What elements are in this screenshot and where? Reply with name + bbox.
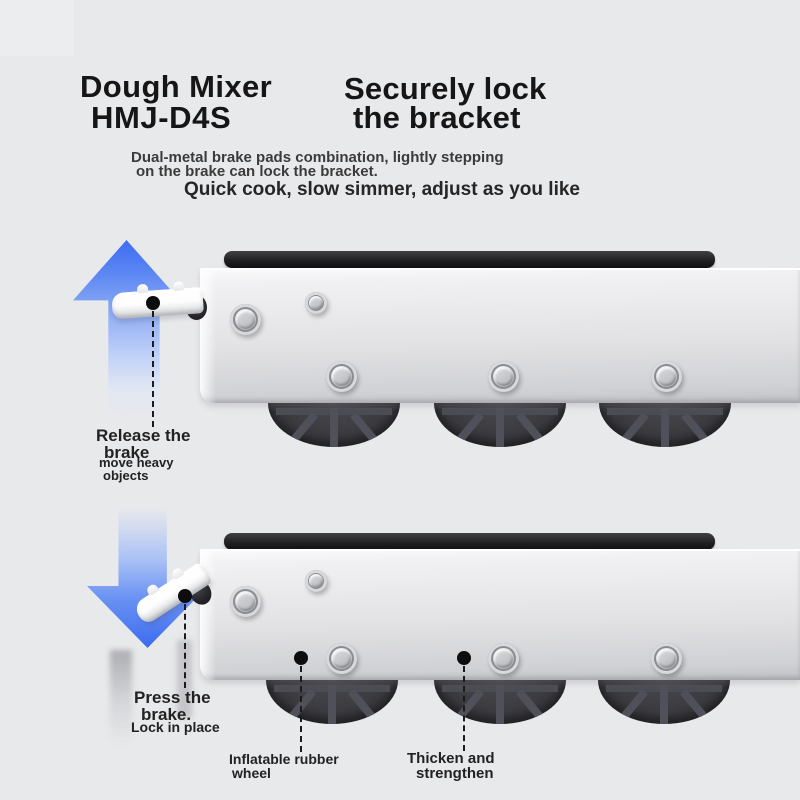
wheel xyxy=(599,403,731,447)
wheel-spoke xyxy=(680,689,712,724)
callout-text: brake xyxy=(104,443,150,462)
callout-thicken-strengthen: Thicken and strengthen xyxy=(407,751,495,781)
wheel-spoke xyxy=(516,689,548,724)
callout-text: Inflatable rubber xyxy=(229,751,339,767)
wheel-spoke xyxy=(616,689,648,724)
product-name-line2: HMJ-D4S xyxy=(91,100,232,135)
tagline: Quick cook, slow simmer, adjust as you l… xyxy=(184,179,580,200)
callout-text: wheel xyxy=(232,765,271,781)
wheel-spoke xyxy=(350,412,382,447)
top-mount-bar-released xyxy=(224,251,715,268)
bolt xyxy=(230,586,261,617)
bolt xyxy=(326,361,357,392)
callout-inflatable-wheel: Inflatable rubber wheel xyxy=(229,752,339,780)
description-line1: Dual-metal brake pads combination, light… xyxy=(131,149,504,166)
bolt-small xyxy=(305,292,327,314)
callout-text: Press the xyxy=(134,688,211,707)
wheel-spoke xyxy=(328,685,336,724)
background-patch xyxy=(0,0,74,56)
callout-text: Release the xyxy=(96,426,191,445)
wheel xyxy=(434,403,566,447)
bolt xyxy=(326,643,357,674)
wheel-spoke xyxy=(516,412,548,447)
annotation-dot-press xyxy=(178,589,192,603)
wheel xyxy=(266,680,398,724)
lever-grip-bump xyxy=(136,283,149,294)
headline-line1: Securely lock xyxy=(344,71,547,106)
callout-text: objects xyxy=(103,468,149,483)
wheel-spoke xyxy=(286,412,318,447)
headline-line2: the bracket xyxy=(353,100,521,135)
lever-grip-bump xyxy=(170,566,185,580)
callout-release-brake: Release the brake xyxy=(96,427,191,461)
wheel-spoke xyxy=(496,408,504,447)
arrow-up-icon xyxy=(73,240,180,423)
annotation-dot-thicken xyxy=(457,651,471,665)
annotation-dot-release xyxy=(146,296,160,310)
callout-text: brake. xyxy=(141,705,192,724)
description-line2: on the brake can lock the bracket. xyxy=(136,163,378,180)
callout-press-brake: Press the brake. xyxy=(134,689,211,723)
shadow-artifact xyxy=(110,650,132,746)
callout-text: Lock in place xyxy=(131,719,220,735)
lever-grip-bump xyxy=(172,281,185,292)
annotation-dot-wheel xyxy=(294,651,308,665)
bolt xyxy=(488,361,519,392)
wheel xyxy=(434,680,566,724)
wheel-spoke xyxy=(452,412,484,447)
product-name-line1: Dough Mixer xyxy=(80,69,273,104)
annotation-line-release xyxy=(152,311,154,427)
bolt-small xyxy=(305,570,327,592)
annotation-line-press xyxy=(184,604,186,688)
bolt xyxy=(651,361,682,392)
wheel-spoke xyxy=(681,412,713,447)
callout-press-brake-sub: Lock in place xyxy=(131,720,220,734)
wheel xyxy=(598,680,730,724)
wheel-spoke xyxy=(452,689,484,724)
wheel-spoke xyxy=(496,685,504,724)
callout-text: move heavy xyxy=(99,455,174,470)
callout-release-brake-sub: move heavy objects xyxy=(99,456,173,482)
wheel-spoke xyxy=(660,685,668,724)
wheel-spoke xyxy=(617,412,649,447)
annotation-line-wheel xyxy=(300,666,302,752)
top-mount-bar-pressed xyxy=(224,533,715,550)
bolt xyxy=(230,304,261,335)
annotation-line-thicken xyxy=(463,666,465,751)
bolt xyxy=(651,643,682,674)
wheel-spoke xyxy=(661,408,669,447)
callout-text: Thicken and xyxy=(407,750,495,767)
wheel-spoke xyxy=(348,689,380,724)
callout-text: strengthen xyxy=(416,765,494,782)
bolt xyxy=(488,643,519,674)
wheel xyxy=(268,403,400,447)
wheel-spoke xyxy=(330,408,338,447)
